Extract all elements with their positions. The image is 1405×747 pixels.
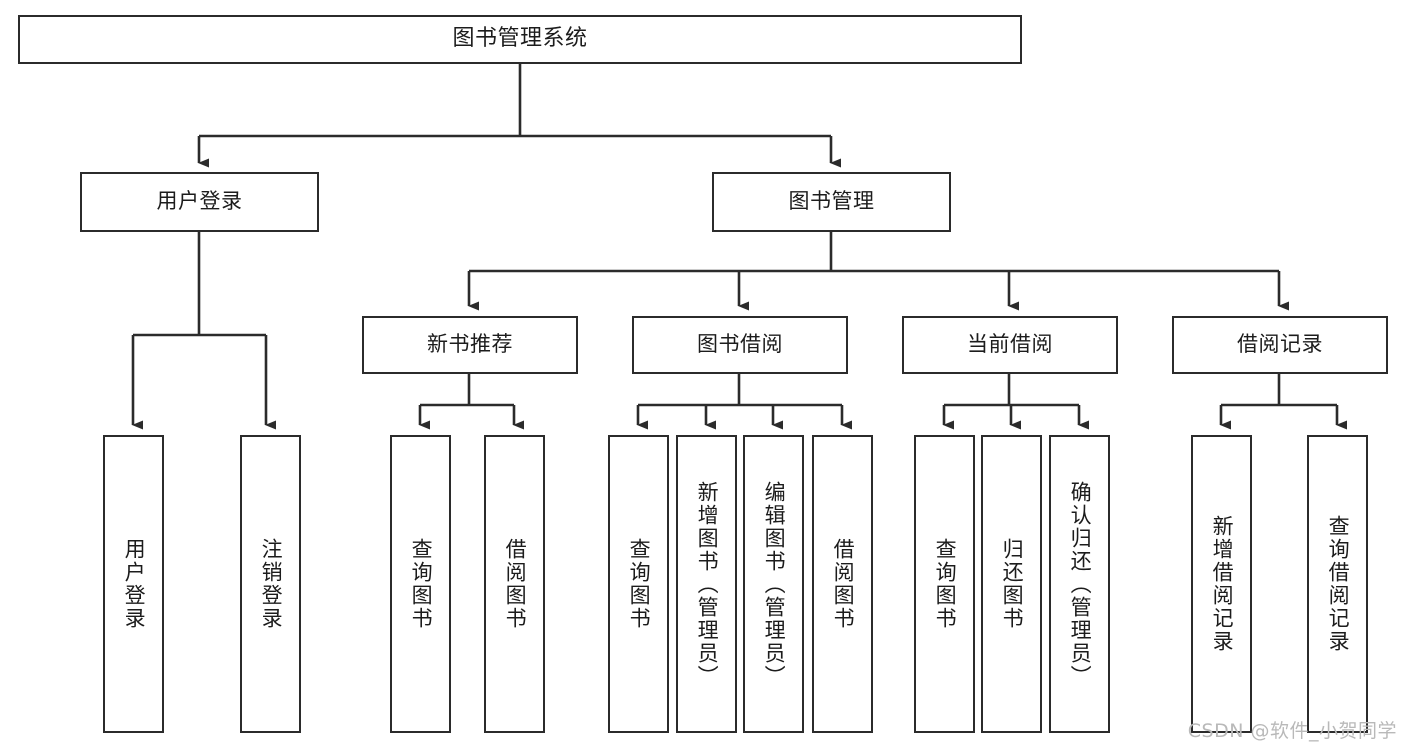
node-label: 查询借阅记录 [1326, 515, 1351, 653]
node-label: 图书管理系统 [452, 26, 588, 52]
node-leaf-borrow-book-2[interactable]: 借阅图书 [812, 435, 873, 733]
node-label: 当前借阅 [967, 332, 1053, 357]
node-label: 确认归还（管理员） [1068, 480, 1093, 688]
node-book-management[interactable]: 图书管理 [712, 172, 951, 232]
node-book-borrow[interactable]: 图书借阅 [632, 316, 848, 374]
node-label: 归还图书 [1000, 538, 1025, 630]
node-root-system[interactable]: 图书管理系统 [18, 15, 1022, 64]
node-leaf-query-book-3[interactable]: 查询图书 [914, 435, 975, 733]
node-leaf-add-borrow-record[interactable]: 新增借阅记录 [1191, 435, 1252, 733]
node-label: 图书管理 [788, 189, 875, 214]
node-leaf-logout-login[interactable]: 注销登录 [240, 435, 301, 733]
node-leaf-borrow-book-1[interactable]: 借阅图书 [484, 435, 545, 733]
node-leaf-edit-book-admin[interactable]: 编辑图书（管理员） [743, 435, 804, 733]
node-label: 查询图书 [627, 538, 652, 630]
node-label: 新增图书（管理员） [695, 480, 720, 688]
node-label: 查询图书 [409, 538, 434, 630]
node-current-borrow[interactable]: 当前借阅 [902, 316, 1118, 374]
node-leaf-confirm-return-admin[interactable]: 确认归还（管理员） [1049, 435, 1110, 733]
node-label: 新书推荐 [427, 332, 513, 357]
node-label: 借阅图书 [831, 538, 856, 630]
node-label: 编辑图书（管理员） [762, 480, 787, 688]
node-label: 用户登录 [122, 538, 147, 630]
node-leaf-return-book[interactable]: 归还图书 [981, 435, 1042, 733]
node-label: 用户登录 [156, 189, 243, 214]
node-borrow-record[interactable]: 借阅记录 [1172, 316, 1388, 374]
node-label: 查询图书 [933, 538, 958, 630]
node-label: 借阅记录 [1237, 332, 1323, 357]
node-leaf-query-book-2[interactable]: 查询图书 [608, 435, 669, 733]
csdn-watermark: CSDN @软件_小贺同学 [1187, 720, 1397, 742]
node-leaf-add-book-admin[interactable]: 新增图书（管理员） [676, 435, 737, 733]
node-user-login[interactable]: 用户登录 [80, 172, 319, 232]
node-leaf-query-borrow-record[interactable]: 查询借阅记录 [1307, 435, 1368, 733]
node-leaf-user-login[interactable]: 用户登录 [103, 435, 164, 733]
node-label: 新增借阅记录 [1210, 515, 1235, 653]
node-label: 注销登录 [259, 538, 284, 630]
node-new-book-recommend[interactable]: 新书推荐 [362, 316, 578, 374]
node-label: 借阅图书 [503, 538, 528, 630]
node-leaf-query-book-1[interactable]: 查询图书 [390, 435, 451, 733]
node-label: 图书借阅 [697, 332, 783, 357]
